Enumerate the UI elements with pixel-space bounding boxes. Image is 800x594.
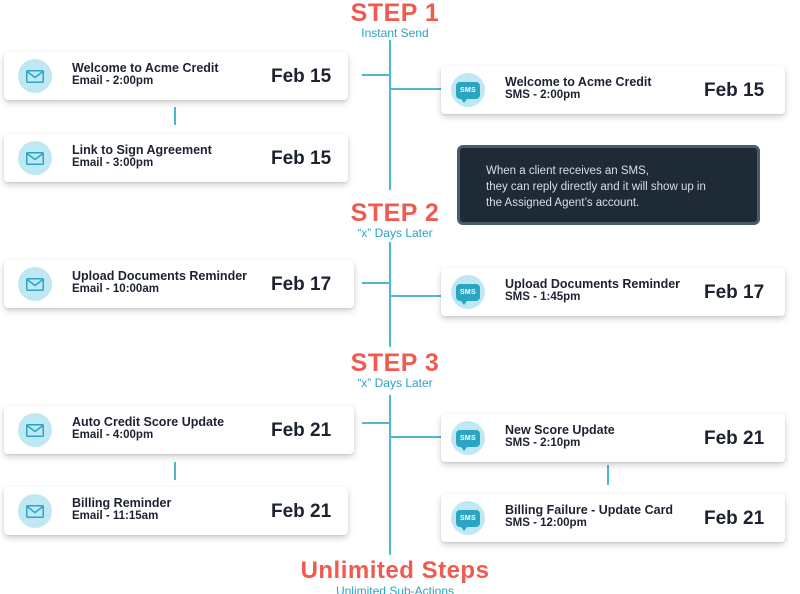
card-time: Email - 11:15am: [72, 510, 159, 522]
sms-icon-label: SMS: [456, 283, 480, 305]
connector-trunk: [389, 40, 391, 190]
tooltip-line: the Assigned Agent’s account.: [486, 197, 640, 209]
connector-branch: [362, 74, 389, 76]
card-date: Feb 21: [704, 508, 765, 529]
sms-bubble-icon: SMS: [451, 501, 485, 535]
envelope-icon: [18, 141, 52, 175]
card-name: Upload Documents Reminder: [72, 269, 248, 283]
sms-action-card[interactable]: SMS New Score Update SMS - 2:10pm Feb 21: [441, 414, 785, 462]
card-name: Welcome to Acme Credit: [505, 75, 652, 89]
sms-icon-label: SMS: [456, 509, 480, 531]
sms-icon-label: SMS: [456, 81, 480, 103]
connector-trunk: [389, 242, 391, 347]
step-2-heading: STEP 2 “x” Days Later: [0, 200, 790, 240]
card-date: Feb 17: [704, 282, 765, 303]
envelope-icon: [18, 413, 52, 447]
sms-reply-tooltip: When a client receives an SMS, they can …: [457, 145, 760, 225]
envelope-icon: [18, 267, 52, 301]
step-subtitle: “x” Days Later: [357, 376, 433, 390]
step-title: STEP 3: [350, 349, 440, 377]
step-title: STEP 1: [350, 0, 440, 27]
connector-sub: [174, 107, 176, 125]
card-date: Feb 21: [271, 501, 332, 522]
step-subtitle: Unlimited Sub-Actions: [335, 584, 455, 594]
card-time: Email - 10:00am: [72, 283, 159, 295]
card-date: Feb 17: [271, 274, 332, 295]
connector-branch: [362, 282, 389, 284]
connector-trunk: [389, 395, 391, 555]
step-1-heading: STEP 1 Instant Send: [0, 0, 790, 40]
email-action-card[interactable]: Billing Reminder Email - 11:15am Feb 21: [4, 487, 348, 535]
sms-bubble-icon: SMS: [451, 73, 485, 107]
card-name: Welcome to Acme Credit: [72, 61, 219, 75]
connector-sub: [174, 462, 176, 480]
sms-bubble-icon: SMS: [451, 421, 485, 455]
step-title: Unlimited Steps: [300, 557, 490, 584]
step-subtitle: Instant Send: [361, 26, 429, 40]
card-name: Billing Reminder: [72, 496, 172, 510]
card-name: Upload Documents Reminder: [505, 277, 681, 291]
connector-branch: [362, 422, 389, 424]
card-name: Link to Sign Agreement: [72, 143, 212, 157]
sms-action-card[interactable]: SMS Upload Documents Reminder SMS - 1:45…: [441, 268, 785, 316]
email-action-card[interactable]: Upload Documents Reminder Email - 10:00a…: [4, 260, 354, 308]
card-time: Email - 4:00pm: [72, 429, 154, 441]
connector-branch: [391, 436, 441, 438]
email-action-card[interactable]: Welcome to Acme Credit Email - 2:00pm Fe…: [4, 52, 348, 100]
step-subtitle: “x” Days Later: [357, 226, 433, 240]
tooltip-line: When a client receives an SMS,: [486, 165, 649, 177]
card-name: Auto Credit Score Update: [72, 415, 225, 429]
card-name: Billing Failure - Update Card: [505, 503, 674, 517]
envelope-icon: [18, 494, 52, 528]
card-time: Email - 2:00pm: [72, 75, 154, 87]
email-action-card[interactable]: Link to Sign Agreement Email - 3:00pm Fe…: [4, 134, 348, 182]
card-time: SMS - 12:00pm: [505, 517, 587, 529]
card-name: New Score Update: [505, 423, 615, 437]
connector-sub: [607, 465, 609, 485]
unlimited-steps-heading: Unlimited Steps Unlimited Sub-Actions: [0, 558, 790, 594]
tooltip-line: they can reply directly and it will show…: [486, 181, 706, 193]
sms-action-card[interactable]: SMS Billing Failure - Update Card SMS - …: [441, 494, 785, 542]
sms-icon-label: SMS: [456, 429, 480, 451]
card-date: Feb 15: [271, 148, 332, 169]
sms-action-card[interactable]: SMS Welcome to Acme Credit SMS - 2:00pm …: [441, 66, 785, 114]
card-date: Feb 21: [271, 420, 332, 441]
step-3-heading: STEP 3 “x” Days Later: [0, 350, 790, 390]
card-time: Email - 3:00pm: [72, 157, 154, 169]
step-title: STEP 2: [350, 199, 440, 227]
card-date: Feb 21: [704, 428, 765, 449]
connector-branch: [391, 295, 441, 297]
envelope-icon: [18, 59, 52, 93]
card-time: SMS - 2:10pm: [505, 437, 581, 449]
sms-bubble-icon: SMS: [451, 275, 485, 309]
connector-branch: [391, 88, 441, 90]
card-date: Feb 15: [704, 80, 765, 101]
card-time: SMS - 1:45pm: [505, 291, 581, 303]
email-action-card[interactable]: Auto Credit Score Update Email - 4:00pm …: [4, 406, 354, 454]
card-date: Feb 15: [271, 66, 332, 87]
card-time: SMS - 2:00pm: [505, 89, 581, 101]
